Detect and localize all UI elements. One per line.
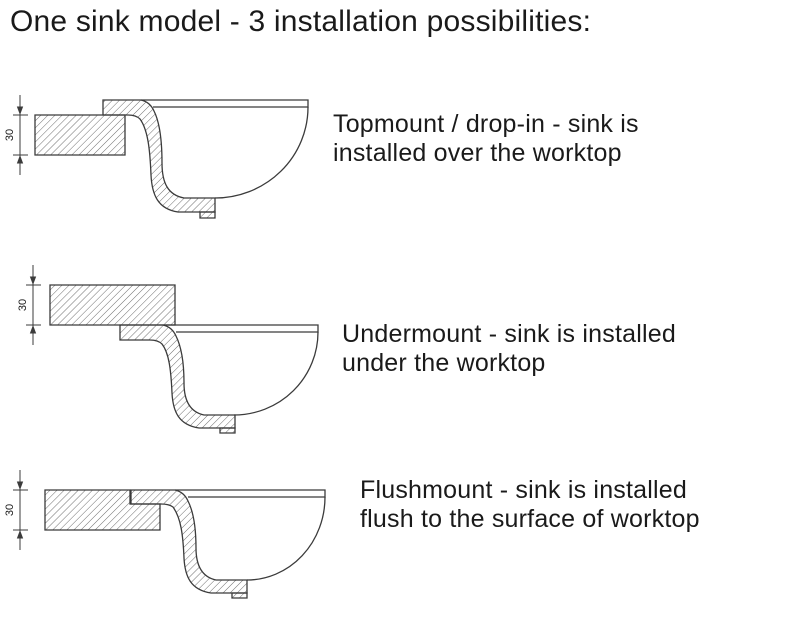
caption-line: flush to the surface of worktop xyxy=(360,505,700,533)
worktop-thickness-dimension: 30 xyxy=(17,265,41,345)
sink-rim-outline xyxy=(141,99,309,108)
sink-rim-outline xyxy=(175,489,326,498)
topmount-drawing: 30 xyxy=(4,95,309,219)
dimension-label: 30 xyxy=(17,299,29,311)
worktop-cross-section xyxy=(34,114,126,156)
dimension-arrow-icon xyxy=(16,481,24,490)
undermount-drawing: 30 xyxy=(17,265,319,434)
sink-bowl-outline xyxy=(214,106,309,199)
caption-line: Flushmount - sink is installed xyxy=(360,476,687,504)
dimension-arrow-icon xyxy=(16,155,24,164)
sink-bowl-outline xyxy=(233,331,319,416)
dimension-arrow-icon xyxy=(29,276,37,285)
dimension-arrow-icon xyxy=(16,106,24,115)
worktop-thickness-dimension: 30 xyxy=(4,95,28,175)
flushmount-drawing: 30 xyxy=(4,470,326,599)
dimension-arrow-icon xyxy=(16,530,24,539)
caption-line: under the worktop xyxy=(342,349,546,377)
caption-line: installed over the worktop xyxy=(333,139,622,167)
worktop-thickness-dimension: 30 xyxy=(4,470,28,550)
flushmount-caption: Flushmount - sink is installed flush to … xyxy=(360,476,700,534)
worktop-cross-section xyxy=(49,284,176,326)
caption-line: Undermount - sink is installed xyxy=(342,320,676,348)
dimension-label: 30 xyxy=(4,504,16,516)
page-title: One sink model - 3 installation possibil… xyxy=(10,5,592,38)
sink-wall-cross-section xyxy=(119,324,236,429)
sink-foot xyxy=(231,592,248,599)
sink-bowl-outline xyxy=(246,496,326,581)
topmount-caption: Topmount / drop-in - sink is installed o… xyxy=(333,110,639,168)
sink-rim-outline xyxy=(163,324,319,333)
dimension-arrow-icon xyxy=(29,325,37,334)
sink-foot xyxy=(199,211,216,219)
dimension-label: 30 xyxy=(4,129,16,141)
sink-foot xyxy=(219,427,236,434)
caption-line: Topmount / drop-in - sink is xyxy=(333,110,639,138)
undermount-caption: Undermount - sink is installed under the… xyxy=(342,320,676,378)
